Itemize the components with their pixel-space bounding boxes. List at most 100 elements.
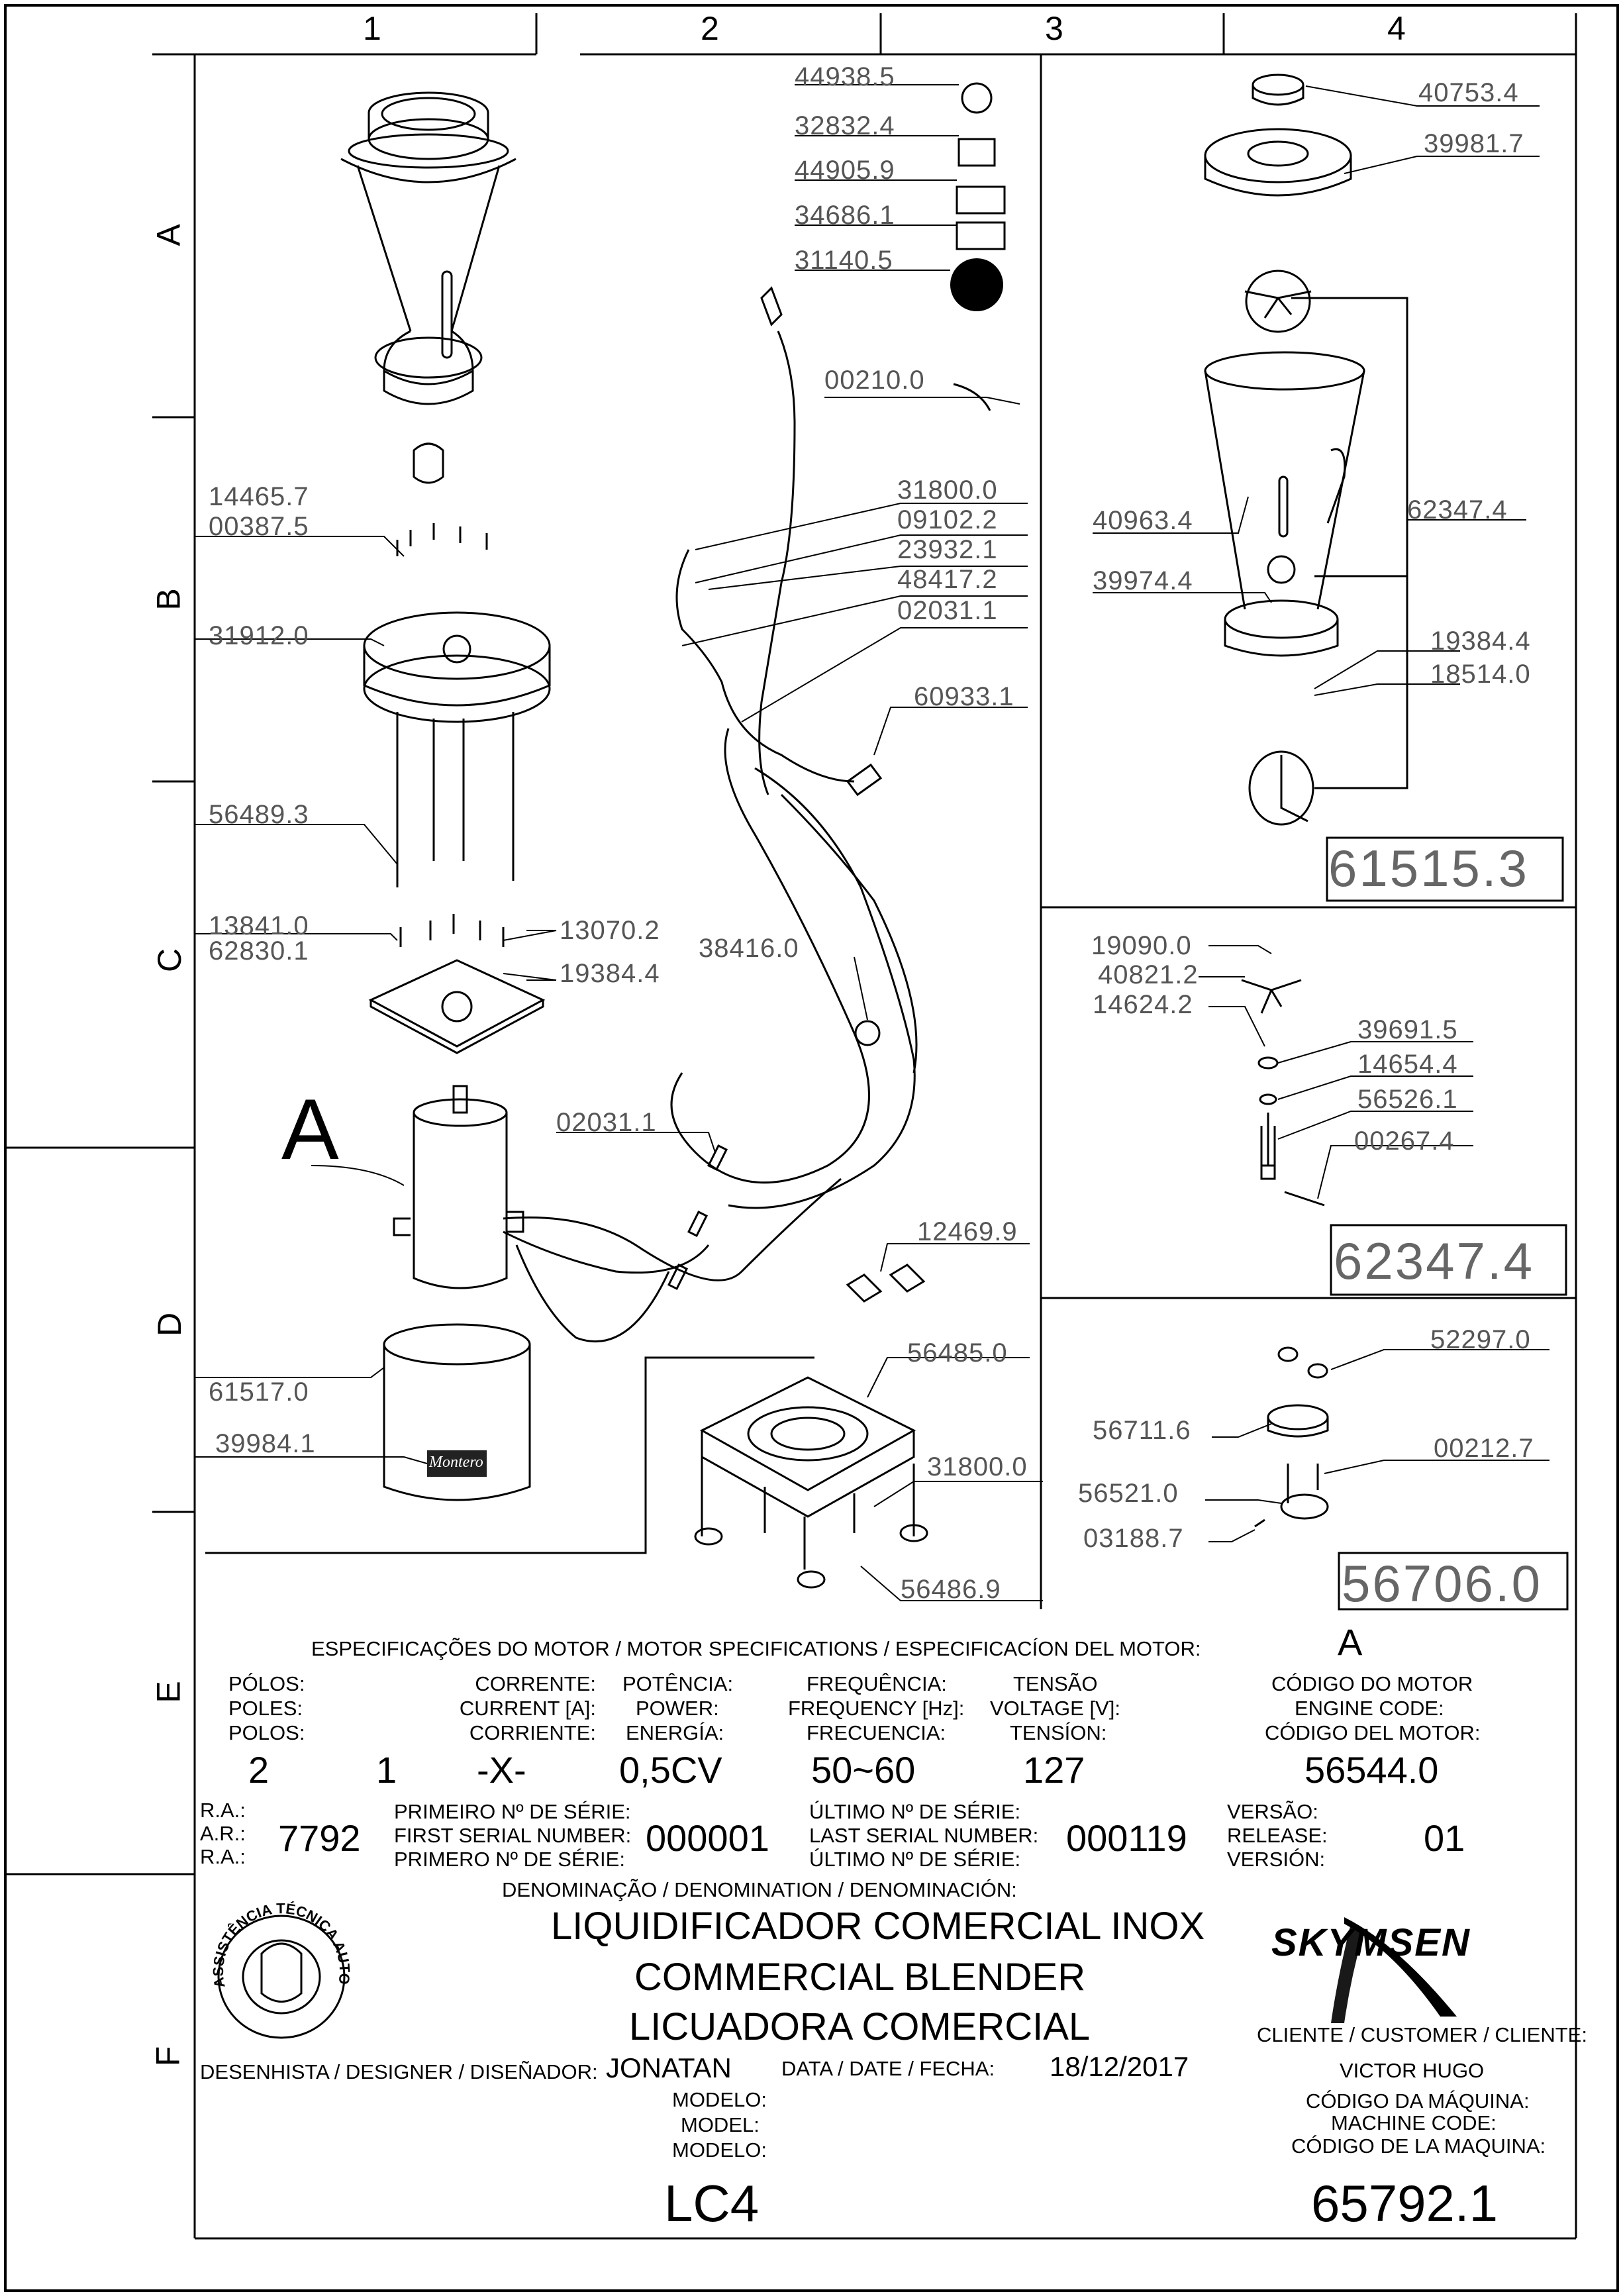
part-label: 19090.0 bbox=[1091, 931, 1192, 960]
part-label: 39981.7 bbox=[1424, 129, 1524, 158]
part-label: 40821.2 bbox=[1098, 960, 1199, 989]
spec-label: POWER: bbox=[636, 1697, 719, 1720]
part-label: 61517.0 bbox=[209, 1377, 309, 1407]
part-label: 14465.7 bbox=[209, 482, 309, 511]
ra-value: 7792 bbox=[278, 1817, 361, 1859]
power-value: 0,5CV bbox=[619, 1749, 722, 1791]
part-label: 56521.0 bbox=[1078, 1479, 1179, 1508]
spec-label: VERSÃO: bbox=[1227, 1800, 1318, 1823]
assembly-label: 61515.3 bbox=[1328, 839, 1529, 897]
spec-label: PRIMEIRO Nº DE SÉRIE: bbox=[394, 1800, 631, 1823]
part-label: 56526.1 bbox=[1357, 1085, 1458, 1114]
frequency-value: 50~60 bbox=[811, 1749, 916, 1791]
current-value-2: -X- bbox=[477, 1749, 526, 1791]
part-label: 31800.0 bbox=[897, 475, 998, 505]
spec-label: TENSÃO bbox=[1013, 1672, 1098, 1695]
part-label: 02031.1 bbox=[897, 596, 998, 625]
part-label: 62347.4 bbox=[1407, 495, 1508, 524]
spec-label: R.A.: bbox=[200, 1799, 246, 1822]
motor-letter: A bbox=[1338, 1621, 1363, 1663]
part-label: 31912.0 bbox=[209, 621, 309, 650]
poles-value: 2 bbox=[248, 1749, 270, 1791]
part-label: 56489.3 bbox=[209, 800, 309, 829]
model-value: LC4 bbox=[664, 2174, 760, 2232]
part-label: 31800.0 bbox=[927, 1452, 1028, 1481]
part-label: 14654.4 bbox=[1357, 1050, 1458, 1079]
machine-name-pt: LIQUIDIFICADOR COMERCIAL INOX bbox=[551, 1905, 1205, 1948]
part-label: 13070.2 bbox=[560, 916, 660, 945]
spec-label: R.A.: bbox=[200, 1845, 246, 1868]
grid-row-F: F bbox=[149, 2046, 187, 2067]
spec-label: VERSIÓN: bbox=[1227, 1848, 1326, 1871]
motor-brand-badge: Montero bbox=[429, 1454, 483, 1471]
part-label: 39974.4 bbox=[1093, 566, 1193, 595]
machine-code-label: CÓDIGO DE LA MAQUINA: bbox=[1291, 2134, 1546, 2158]
machine-code-label: MACHINE CODE: bbox=[1331, 2111, 1497, 2134]
client-label: CLIENTE / CUSTOMER / CLIENTE: bbox=[1257, 2023, 1587, 2046]
grid-row-A: A bbox=[150, 224, 187, 246]
skymsen-logo: SKYMSEN bbox=[1271, 1921, 1471, 1964]
grid-col-4: 4 bbox=[1387, 10, 1406, 47]
designer-label: DESENHISTA / DESIGNER / DISEÑADOR: bbox=[200, 2060, 598, 2083]
part-label: 39984.1 bbox=[215, 1429, 316, 1458]
part-label: 18514.0 bbox=[1430, 660, 1531, 689]
spec-label: PÓLOS: bbox=[228, 1672, 305, 1695]
spec-label: CURRENT [A]: bbox=[459, 1697, 596, 1720]
part-label: 44938.5 bbox=[795, 62, 895, 91]
spec-label: FREQUENCY [Hz]: bbox=[788, 1697, 965, 1720]
part-label: 13841.0 bbox=[209, 911, 309, 940]
date-value: 18/12/2017 bbox=[1050, 2051, 1189, 2082]
part-label: 00267.4 bbox=[1354, 1126, 1455, 1156]
spec-label: CÓDIGO DO MOTOR bbox=[1271, 1672, 1473, 1695]
spec-label: POTÊNCIA: bbox=[622, 1672, 734, 1695]
machine-code-label: CÓDIGO DA MÁQUINA: bbox=[1306, 2089, 1530, 2113]
spec-label: ENGINE CODE: bbox=[1295, 1697, 1444, 1720]
spec-label: LAST SERIAL NUMBER: bbox=[809, 1824, 1039, 1847]
grid-col-1: 1 bbox=[363, 10, 381, 47]
date-label: DATA / DATE / FECHA: bbox=[781, 2057, 995, 2080]
spec-label: TENSÍON: bbox=[1010, 1721, 1107, 1744]
spec-label: ÚLTIMO Nº DE SÉRIE: bbox=[809, 1800, 1021, 1823]
part-label: 40753.4 bbox=[1418, 78, 1519, 107]
machine-code-value: 65792.1 bbox=[1311, 2174, 1498, 2232]
assembly-label: 62347.4 bbox=[1334, 1232, 1534, 1290]
model-label: MODEL: bbox=[681, 2113, 760, 2136]
grid-row-D: D bbox=[151, 1312, 189, 1337]
part-label: 14624.2 bbox=[1093, 990, 1193, 1019]
model-label: MODELO: bbox=[672, 2088, 767, 2111]
grid-col-2: 2 bbox=[701, 10, 719, 47]
grid-row-C: C bbox=[151, 948, 189, 973]
part-label: 23932.1 bbox=[897, 535, 998, 564]
designer-name: JONATAN bbox=[606, 2052, 732, 2083]
spec-label: CORRIENTE: bbox=[469, 1721, 596, 1744]
grid-col-3: 3 bbox=[1045, 10, 1063, 47]
client-name: VICTOR HUGO bbox=[1340, 2059, 1485, 2082]
part-label: 60933.1 bbox=[914, 682, 1014, 711]
part-label: 19384.4 bbox=[560, 959, 660, 988]
part-label: 12469.9 bbox=[917, 1217, 1018, 1246]
spec-label: PRIMERO Nº DE SÉRIE: bbox=[394, 1848, 625, 1871]
machine-name-es: LICUADORA COMERCIAL bbox=[629, 2005, 1091, 2048]
spec-label: RELEASE: bbox=[1227, 1824, 1328, 1847]
part-label: 19384.4 bbox=[1430, 626, 1531, 656]
spec-label: POLES: bbox=[228, 1697, 303, 1720]
part-label: 44905.9 bbox=[795, 156, 895, 185]
part-label: 02031.1 bbox=[556, 1108, 657, 1137]
part-label: 00210.0 bbox=[824, 366, 925, 395]
part-label: 56711.6 bbox=[1093, 1416, 1191, 1445]
spec-label: FRECUENCIA: bbox=[807, 1721, 946, 1744]
release-value: 01 bbox=[1424, 1817, 1465, 1859]
engine-code-value: 56544.0 bbox=[1304, 1749, 1439, 1791]
part-label: 56485.0 bbox=[907, 1338, 1008, 1368]
part-label: 09102.2 bbox=[897, 505, 998, 534]
spec-label: CÓDIGO DEL MOTOR: bbox=[1265, 1721, 1481, 1744]
machine-name-en: COMMERCIAL BLENDER bbox=[634, 1956, 1086, 1999]
part-label: 00387.5 bbox=[209, 512, 309, 541]
spec-label: ENERGÍA: bbox=[626, 1721, 724, 1744]
spec-label: A.R.: bbox=[200, 1822, 246, 1845]
part-label: 38416.0 bbox=[699, 934, 799, 963]
grid-row-E: E bbox=[150, 1681, 187, 1703]
grid-row-B: B bbox=[150, 588, 187, 611]
